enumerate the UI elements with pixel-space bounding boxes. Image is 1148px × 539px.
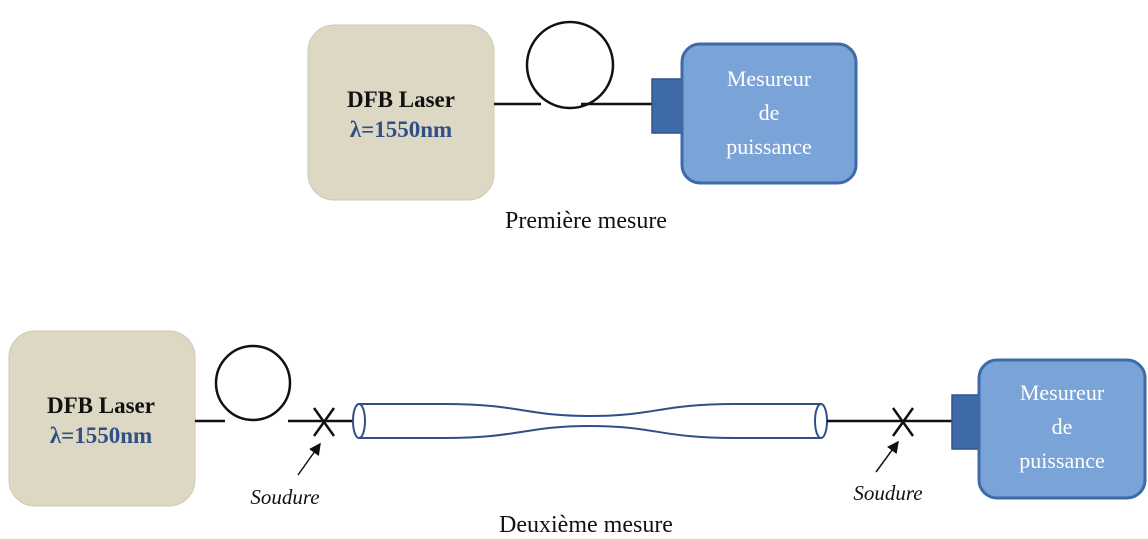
taper-end-left (352, 403, 366, 439)
laser-box (307, 24, 495, 201)
laser-title: DFB Laser (347, 87, 455, 112)
meter-label-line2: de (759, 100, 780, 125)
weld-left-marker (312, 407, 336, 437)
weld-left-label: Soudure (250, 485, 319, 509)
weld-right-arrow (875, 440, 899, 473)
taper-end-right (814, 403, 828, 439)
meter-label-line3: puissance (1019, 448, 1105, 473)
weld-right-label: Soudure (853, 481, 922, 505)
caption-first-measure: Première mesure (505, 208, 667, 234)
fiber-loop (214, 344, 292, 422)
weld-left-arrow (297, 442, 321, 476)
laser-wavelength: λ=1550nm (50, 423, 152, 448)
meter-label-line2: de (1052, 414, 1073, 439)
meter-connector (951, 394, 982, 450)
meter-label-line1: Mesureur (1020, 380, 1105, 405)
laser-title: DFB Laser (47, 393, 155, 418)
meter-label-line1: Mesureur (727, 66, 812, 91)
setup-first-measure: DFB Laser λ=1550nm Mesureur de puissance… (307, 20, 858, 234)
power-meter-box (977, 358, 1147, 500)
weld-right-marker (891, 407, 915, 437)
setup-second-measure: DFB Laser λ=1550nm Soudure Soudure Mesur… (8, 330, 1147, 538)
meter-label-line3: puissance (726, 134, 812, 159)
tapered-fiber (358, 403, 822, 439)
power-meter-box (680, 42, 858, 185)
fiber-loop (525, 20, 615, 110)
meter-connector (651, 78, 683, 134)
laser-box (8, 330, 196, 507)
caption-second-measure: Deuxième mesure (499, 512, 673, 538)
laser-wavelength: λ=1550nm (350, 117, 452, 142)
